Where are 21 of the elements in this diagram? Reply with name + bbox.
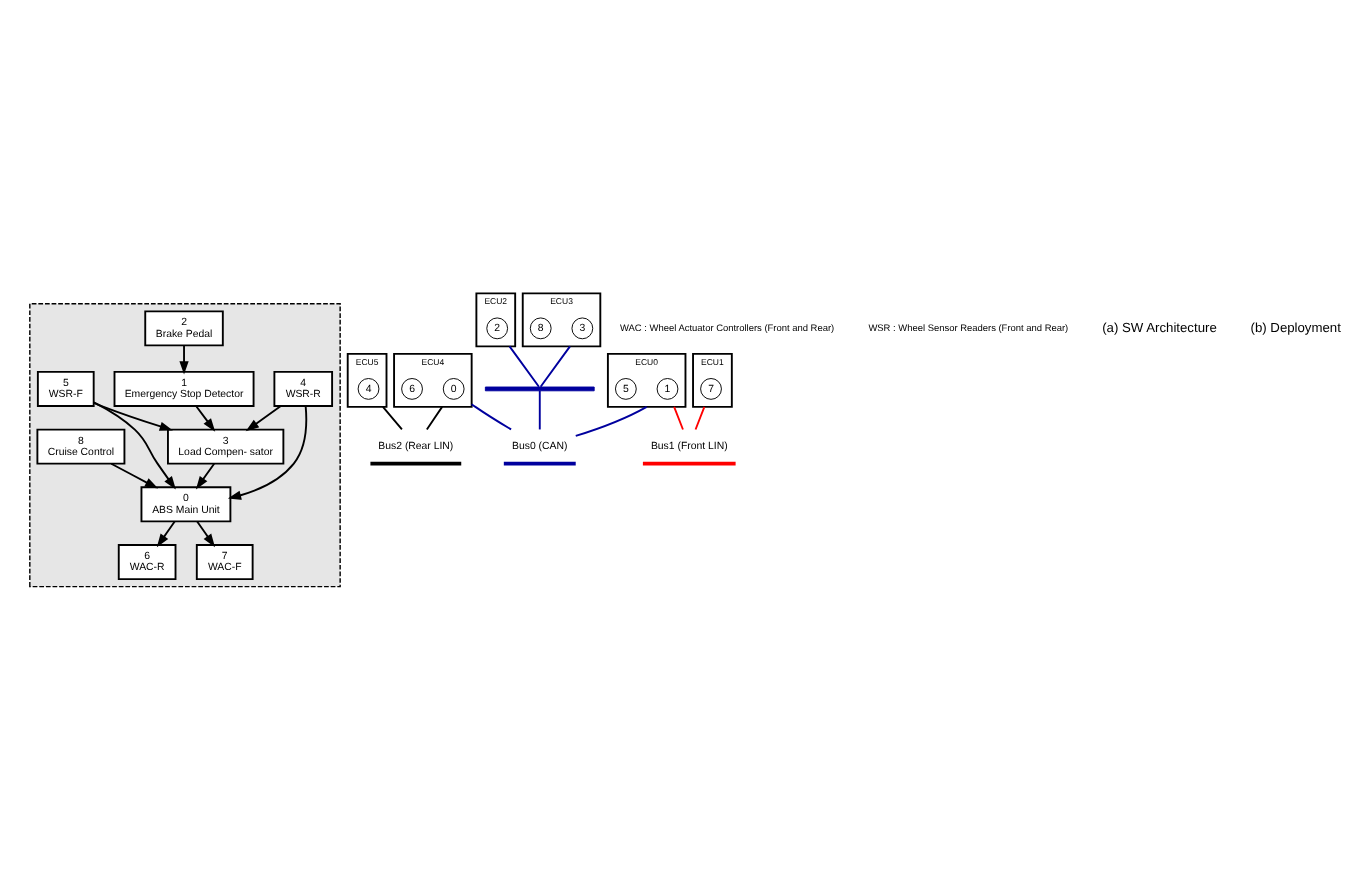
connector	[382, 404, 403, 430]
arrow	[92, 400, 173, 430]
connector	[470, 402, 513, 430]
arrow	[156, 519, 176, 547]
connector	[539, 344, 571, 387]
arrow	[179, 343, 189, 374]
arrow	[195, 404, 216, 431]
connector	[574, 404, 648, 436]
arrow	[196, 519, 216, 547]
arrow	[93, 400, 176, 489]
connector	[673, 404, 684, 430]
arrow	[110, 461, 159, 488]
cluster	[29, 302, 341, 587]
connector	[425, 404, 444, 430]
arrow	[227, 404, 308, 499]
connector	[538, 388, 541, 430]
connector	[694, 404, 706, 430]
arrow	[245, 404, 282, 431]
arrow	[195, 461, 216, 489]
connector	[508, 344, 540, 387]
node-bar	[484, 385, 595, 391]
